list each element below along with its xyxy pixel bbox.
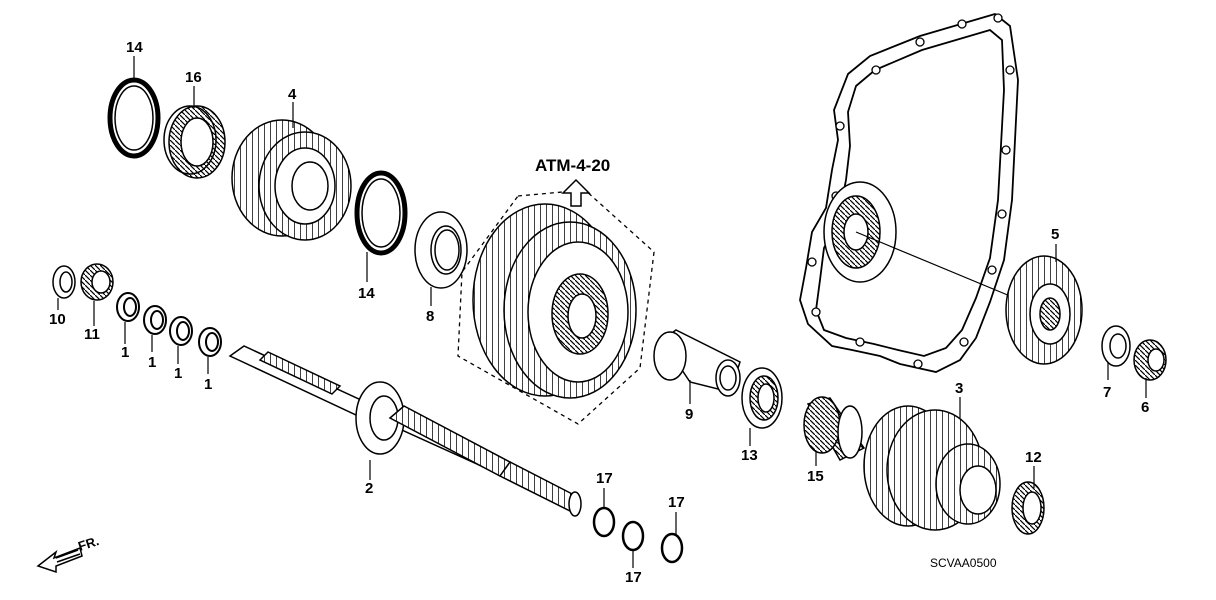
callout-1-d[interactable]: 1	[204, 376, 213, 393]
seal-ring-1-b	[143, 305, 167, 335]
callout-1-c[interactable]: 1	[174, 365, 183, 382]
callout-13[interactable]: 13	[741, 447, 758, 464]
callout-12[interactable]: 12	[1025, 449, 1042, 466]
case-cover-bearing-boss	[823, 181, 897, 283]
seal-ring-1-c	[169, 316, 193, 346]
callout-6[interactable]: 6	[1141, 399, 1150, 416]
ball-bearing-13	[741, 367, 783, 429]
gear-5	[1005, 255, 1083, 365]
thrust-washer-7	[1101, 325, 1131, 367]
needle-bearing-15	[803, 396, 866, 461]
callout-8[interactable]: 8	[426, 308, 435, 325]
seal-10	[52, 265, 76, 299]
nut-6	[1133, 339, 1167, 381]
mainshaft-2	[228, 345, 582, 517]
callout-1-b[interactable]: 1	[148, 354, 157, 371]
needle-bearing-16	[163, 105, 226, 179]
callout-7[interactable]: 7	[1103, 384, 1112, 401]
sleeve-9	[653, 329, 741, 397]
callout-17-a[interactable]: 17	[596, 470, 613, 487]
callout-11[interactable]: 11	[84, 326, 100, 343]
up-arrow-icon	[561, 178, 591, 207]
seal-ring-1-d	[198, 327, 222, 357]
snap-ring-14-lower	[354, 170, 408, 256]
callout-17-c[interactable]: 17	[668, 494, 685, 511]
lock-nut-12	[1011, 481, 1045, 535]
callout-5[interactable]: 5	[1051, 226, 1060, 243]
diagram-code: SCVAA0500	[930, 556, 997, 570]
snap-ring-17-c	[660, 532, 684, 564]
callout-10[interactable]: 10	[49, 311, 66, 328]
callout-16[interactable]: 16	[185, 69, 202, 86]
callout-4[interactable]: 4	[288, 86, 297, 103]
callout-2[interactable]: 2	[365, 480, 374, 497]
callout-14-lower[interactable]: 14	[358, 285, 375, 302]
snap-ring-14-upper	[107, 77, 161, 159]
clutch-assembly-outline	[457, 189, 655, 425]
snap-ring-17-b	[621, 520, 645, 552]
gear-4	[231, 119, 352, 241]
callout-1-a[interactable]: 1	[121, 344, 130, 361]
case-cover-bolt-holes	[807, 13, 1015, 369]
callout-3[interactable]: 3	[955, 380, 964, 397]
callout-14-upper[interactable]: 14	[126, 39, 143, 56]
thrust-washer-8	[414, 211, 468, 289]
callout-9[interactable]: 9	[685, 406, 694, 423]
seal-ring-1-a	[116, 292, 140, 322]
snap-ring-17-a	[592, 506, 616, 538]
front-direction-arrow-icon	[36, 546, 83, 574]
gear-3	[863, 405, 1001, 531]
reference-label[interactable]: ATM-4-20	[535, 156, 611, 175]
callout-15[interactable]: 15	[807, 468, 824, 485]
callout-17-b[interactable]: 17	[625, 569, 642, 586]
clutch-drum	[472, 203, 637, 399]
needle-bearing-11	[80, 263, 114, 301]
